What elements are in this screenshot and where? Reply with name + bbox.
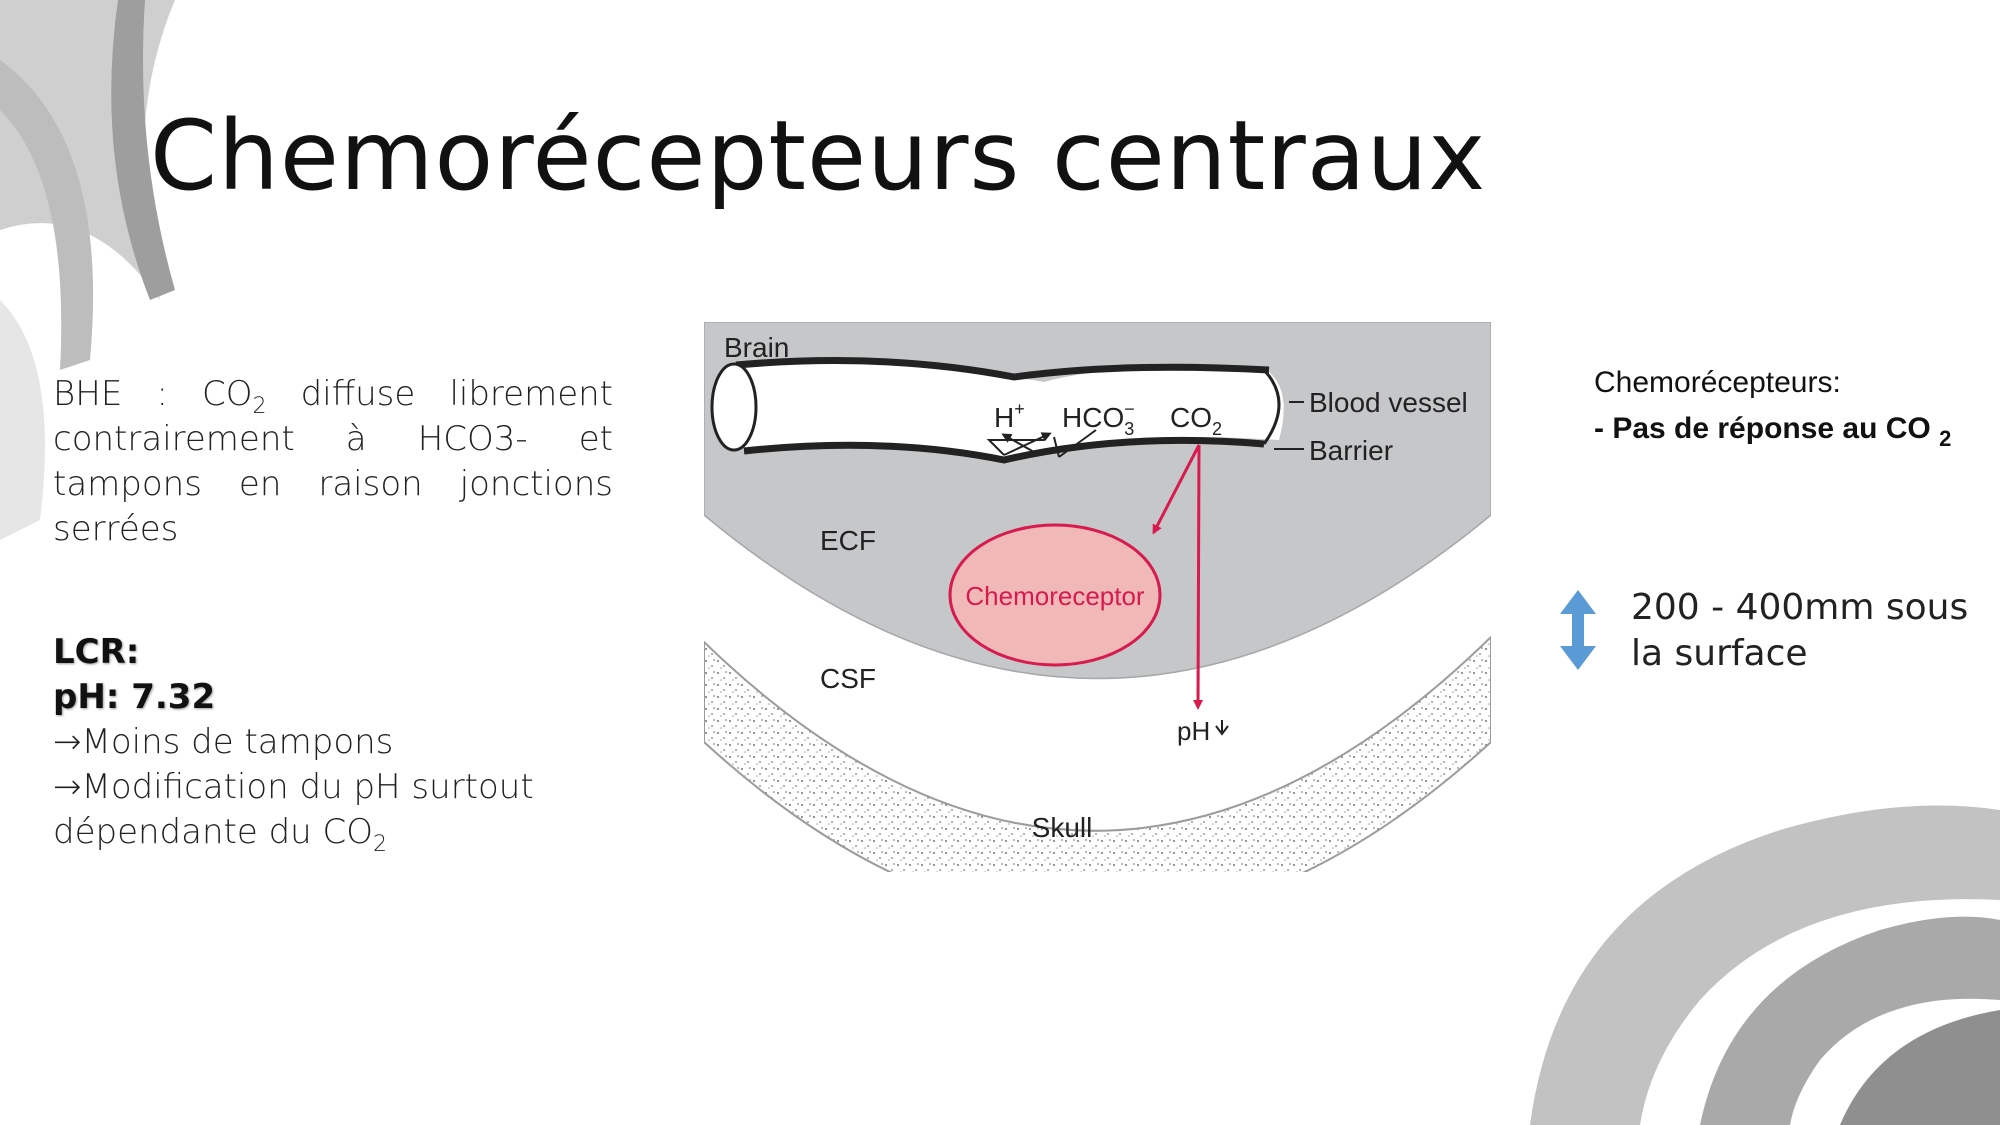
bottom-right-swoosh-inner: [1700, 916, 2000, 1125]
lcr-block: LCR: pH: 7.32 →Moins de tampons →Modific…: [53, 630, 613, 857]
vessel-opening: [710, 362, 758, 452]
chemoreceptor-diagram: Brain Blood vessel Barrier H+ HCO3− CO2 …: [704, 322, 1491, 872]
ph-label: pH: [1177, 716, 1210, 746]
co2-to-ph-arrow: [1193, 444, 1204, 710]
right-point: - Pas de réponse au CO 2: [1594, 412, 1952, 451]
depth-line-2: la surface: [1631, 633, 1808, 674]
blood-vessel-label: Blood vessel: [1309, 387, 1468, 418]
skull-band: [704, 635, 1491, 872]
skull-label: Skull: [1032, 812, 1093, 843]
page-title: Chemorécepteurs centraux: [150, 100, 1487, 212]
bhe-subscript: 2: [252, 394, 267, 419]
lcr-point-2-line-1: →Modification du pH surtout: [53, 767, 534, 807]
vessel-bottom-wall: [743, 436, 1265, 464]
depth-text: 200 - 400mm sous la surface: [1631, 585, 1971, 677]
top-left-arc-dark: [111, 0, 175, 300]
co2-to-chemoreceptor-arrow: [1152, 444, 1201, 535]
barrier-label: Barrier: [1309, 435, 1393, 466]
chemoreceptor-ellipse: [948, 523, 1162, 667]
bhe-text: diffuse librement contrairement à HCO3- …: [53, 374, 613, 549]
lcr-ph: pH: 7.32: [53, 677, 216, 717]
bhe-prefix: BHE : CO: [53, 374, 253, 414]
bhe-paragraph: BHE : CO2 diffuse librement contrairemen…: [53, 372, 613, 552]
right-heading-block: Chemorécepteurs: - Pas de réponse au CO …: [1594, 360, 1994, 452]
lcr-label: LCR:: [53, 632, 140, 672]
depth-line-1: 200 - 400mm sous: [1631, 587, 1969, 628]
h-plus-label: H+: [994, 399, 1025, 433]
left-swoosh-lower: [0, 300, 45, 540]
vessel-top-wall: [735, 357, 1270, 381]
brain-label: Brain: [724, 332, 789, 363]
blood-vessel: [736, 363, 1284, 457]
lcr-point-2-subscript: 2: [373, 832, 388, 857]
bottom-right-swoosh-outer: [1530, 805, 2000, 1125]
lcr-point-1: →Moins de tampons: [53, 722, 394, 762]
hco3-label: HCO3−: [1062, 399, 1135, 439]
depth-block: 200 - 400mm sous la surface: [1560, 585, 1980, 685]
left-swoosh-mid: [0, 60, 94, 370]
ecf-label: ECF: [820, 525, 876, 556]
up-down-arrow-icon: [1560, 590, 1596, 670]
co2-label: CO2: [1170, 402, 1222, 439]
lcr-point-2-line-2: dépendante du CO2: [53, 812, 388, 857]
vessel-end: [1262, 368, 1281, 445]
h-arrow: [986, 439, 1044, 456]
chemoreceptor-label: Chemoreceptor: [965, 581, 1145, 611]
bottom-right-swoosh-dark: [1840, 1010, 2000, 1125]
right-point-subscript: 2: [1939, 426, 1952, 451]
ph-down-arrow-icon: [1215, 720, 1229, 736]
right-heading: Chemorécepteurs:: [1594, 366, 1841, 399]
csf-label: CSF: [820, 663, 876, 694]
